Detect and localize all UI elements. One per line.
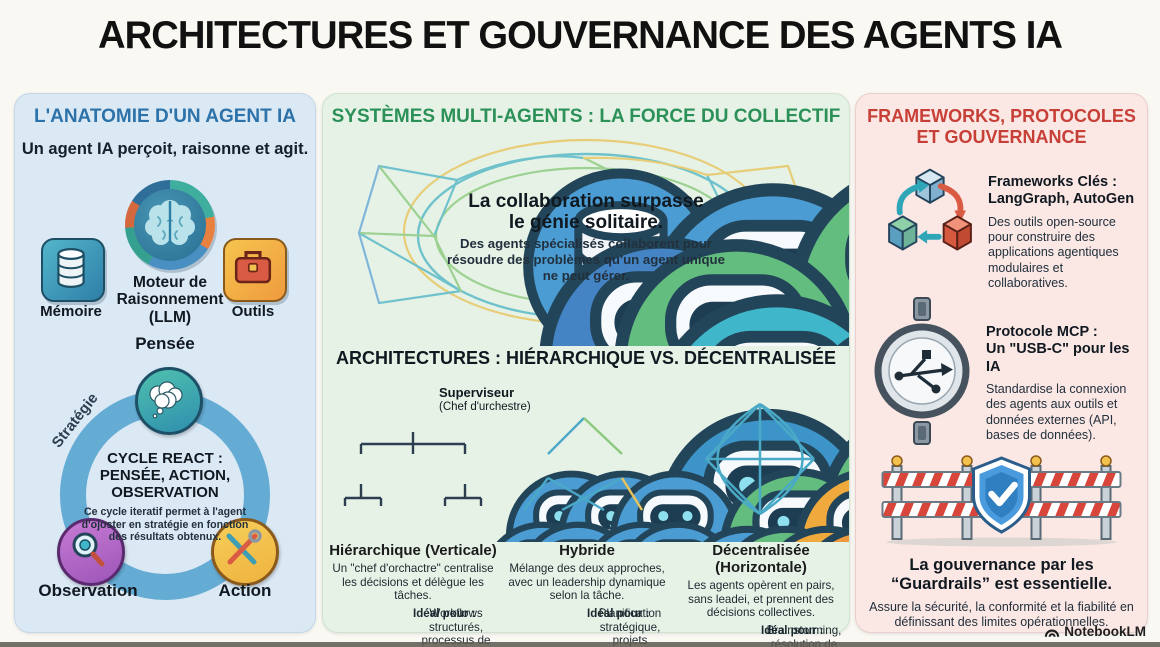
guardrails-title: La gouvernance par les “Guardrails” est …	[890, 556, 1113, 594]
watermark: NotebookLM	[1044, 624, 1146, 639]
supervisor-label: Superviseur	[439, 385, 515, 400]
middle-panel-title: SYSTÈMES MULTI-AGENTS : LA FORCE DU COLL…	[331, 106, 841, 127]
ideal-text: Planification stratégique, projets adapt…	[598, 607, 662, 647]
thought-cloud-icon	[135, 367, 203, 435]
ideal-label: Idéal pour :	[413, 607, 476, 621]
cycle-description: Ce cycle iteratif permet à l'agent d'ojo…	[81, 506, 249, 543]
llm-label: Moteur de Raisonnement (LLM)	[116, 274, 224, 326]
usb-icon	[874, 297, 970, 445]
architectures-title: ARCHITECTURES : HIÉRARCHIQUE VS. DÉCENTR…	[335, 348, 837, 368]
frameworks-description: Des outils open-source pour construire d…	[988, 214, 1119, 290]
network-description: Des agents spécialisés collaborent pour …	[447, 236, 725, 283]
frameworks-title: Frameworks Clés : LangGraph, AutoGen	[988, 174, 1135, 208]
bottom-edge-strip	[0, 642, 1160, 647]
column-description: Les agents opèrent en pairs, sans leadei…	[687, 579, 835, 620]
pensee-label: Pensée	[135, 334, 195, 353]
network-headline: La collaboration surpasse le génie solit…	[468, 191, 704, 233]
crossed-tools-icon	[211, 518, 279, 586]
cycle-title: CYCLE REACT : PENSÉE, ACTION, OBSERVATIO…	[99, 450, 231, 502]
panel-agent-anatomy: L'ANATOMIE D'UN AGENT IA Un agent IA per…	[14, 93, 316, 633]
panel-multi-agent-systems: SYSTÈMES MULTI-AGENTS : LA FORCE DU COLL…	[322, 93, 850, 647]
column-hierarchical: Hiérarchique (Verticale) Un "chef d'orch…	[327, 542, 499, 647]
action-label: Action	[218, 581, 272, 600]
briefcase-icon	[223, 238, 287, 302]
mcp-title: Protocole MCP : Un "USB-C" pour les IA	[986, 324, 1130, 375]
memory-label: Mémoire	[40, 303, 102, 320]
hybrid-lines	[523, 417, 644, 512]
linked-cubes-icon	[888, 168, 972, 251]
mesh-lines	[705, 402, 815, 516]
guardrail-shield-icon	[881, 455, 1122, 547]
supervisor-sublabel: (Chef d'urchestre)	[439, 401, 531, 413]
column-title: Hiérarchique (Verticale)	[329, 542, 497, 559]
observation-label: Observation	[38, 581, 138, 600]
frameworks-item: Frameworks Clés : LangGraph, AutoGen Des…	[988, 174, 1138, 291]
column-description: Un "chef d'orchactre" centralise les déc…	[332, 562, 494, 603]
panel-frameworks-governance: FRAMEWORKS, PROTOCOLES ET GOUVERNANCE	[855, 93, 1148, 633]
column-description: Mélange des deux approches, avec un lead…	[508, 562, 666, 603]
hierarchical-tree-lines	[343, 432, 483, 506]
page-title: ARCHITECTURES ET GOUVERNANCE DES AGENTS …	[98, 14, 1063, 57]
right-panel-title: FRAMEWORKS, PROTOCOLES ET GOUVERNANCE	[867, 106, 1136, 147]
notebooklm-logo-icon	[1045, 629, 1060, 637]
magnifier-icon	[57, 518, 125, 586]
guardrails-description: Assure la sécurité, la conformité et la …	[869, 600, 1134, 630]
database-icon	[41, 238, 105, 302]
column-decentralized: Décentralisée (Horizontale) Les agents o…	[675, 542, 847, 647]
ideal-text: Workflows structurés, processus de valid…	[421, 607, 491, 647]
ideal-label: Idéal pour :	[761, 624, 824, 638]
watermark-label: NotebookLM	[1064, 624, 1146, 639]
left-panel-subtitle: Un agent IA perçoit, raisonne et agit.	[21, 140, 309, 158]
mcp-item: Protocole MCP : Un "USB-C" pour les IA S…	[986, 324, 1141, 443]
left-panel-title: L'ANATOMIE D'UN AGENT IA	[33, 106, 296, 127]
ideal-label: Idéal pour :	[587, 607, 650, 621]
column-title: Hybride	[559, 542, 615, 559]
column-hybrid: Hybride Mélange des deux approches, avec…	[501, 542, 673, 647]
column-title: Décentralisée (Horizontale)	[712, 542, 810, 576]
tools-label: Outils	[231, 303, 275, 320]
brain-icon	[125, 180, 215, 270]
architecture-diagrams	[343, 402, 849, 542]
mcp-description: Standardise la connexion des agents aux …	[986, 382, 1127, 442]
multi-agent-network-diagram	[357, 138, 849, 346]
